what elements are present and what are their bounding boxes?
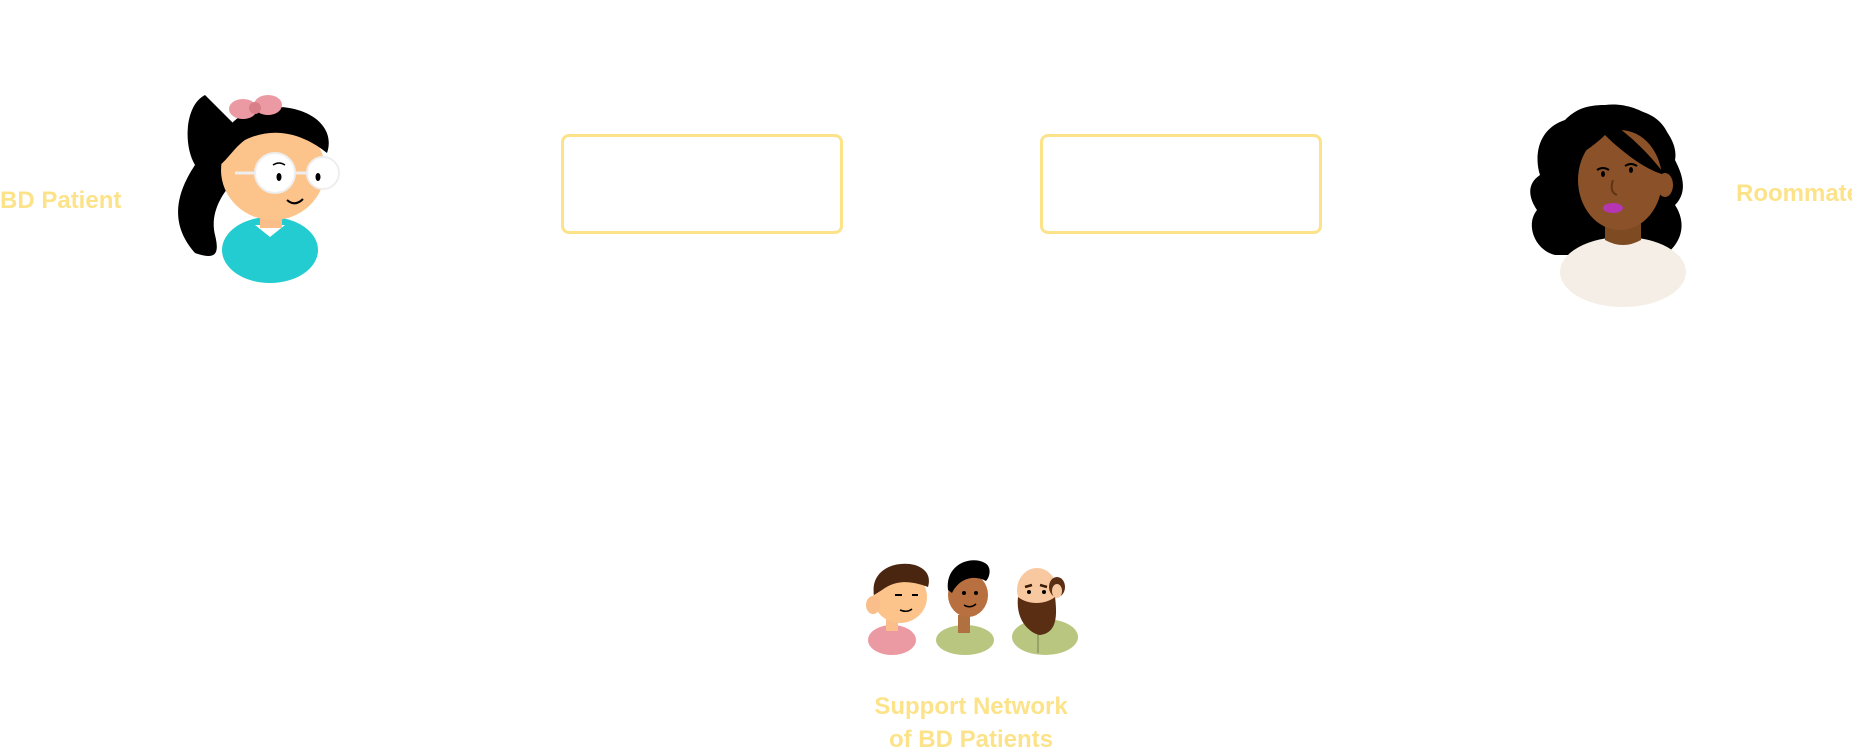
empty-box-right — [1040, 134, 1322, 234]
support-network-label-line1: Support Network — [874, 693, 1068, 720]
roommate-avatar-icon — [1530, 104, 1686, 307]
roommate-label: Roommate — [1736, 180, 1852, 207]
patient-avatar-icon — [178, 95, 340, 283]
bd-patient-label: BD Patient — [0, 187, 122, 214]
support-network-label-line2: of BD Patients — [888, 726, 1053, 753]
support-network-label: Support Network of BD Patients — [870, 690, 1072, 756]
empty-box-left — [561, 134, 843, 234]
support-network-avatar-icon — [866, 560, 1078, 655]
